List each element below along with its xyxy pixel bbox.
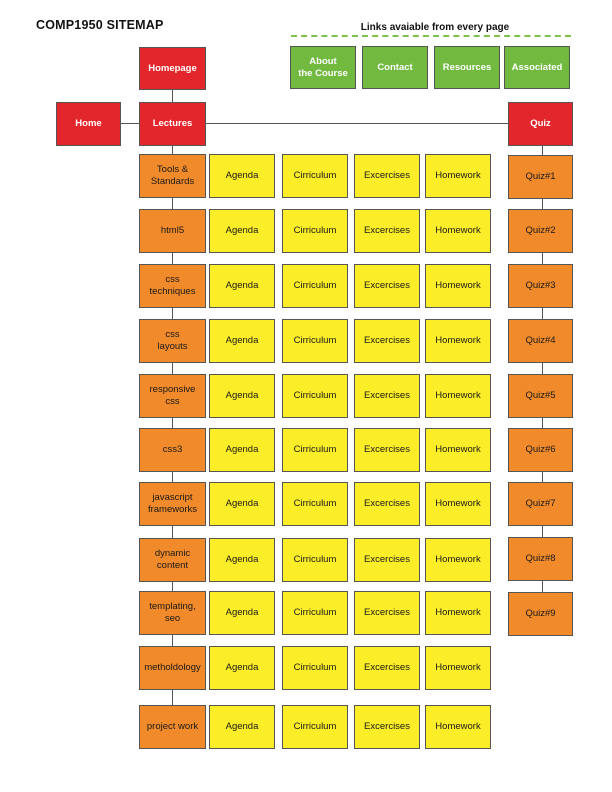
lecture-node[interactable]: project work [139,705,206,749]
lecture-cirriculum-node[interactable]: Cirriculum [282,319,348,363]
lecture-node[interactable]: javascript frameworks [139,482,206,526]
lecture-homework-node[interactable]: Homework [425,154,491,198]
connector-home-lectures [121,123,139,124]
connector-lectures-quiz [206,123,508,124]
quiz-item-node[interactable]: Quiz#1 [508,155,573,199]
quiz-item-node[interactable]: Quiz#5 [508,374,573,418]
resources-link[interactable]: Resources [434,46,500,89]
lecture-cirriculum-node[interactable]: Cirriculum [282,482,348,526]
lecture-excercises-node[interactable]: Excercises [354,154,420,198]
quiz-item-node[interactable]: Quiz#3 [508,264,573,308]
lecture-cirriculum-node[interactable]: Cirriculum [282,209,348,253]
lecture-node[interactable]: css techniques [139,264,206,308]
associated-link[interactable]: Associated [504,46,570,89]
lecture-excercises-node[interactable]: Excercises [354,646,420,690]
lecture-homework-node[interactable]: Homework [425,482,491,526]
page-title: COMP1950 SITEMAP [36,18,164,32]
lecture-agenda-node[interactable]: Agenda [209,705,275,749]
lecture-homework-node[interactable]: Homework [425,646,491,690]
lecture-excercises-node[interactable]: Excercises [354,428,420,472]
lecture-homework-node[interactable]: Homework [425,319,491,363]
lecture-homework-node[interactable]: Homework [425,264,491,308]
lecture-node[interactable]: css layouts [139,319,206,363]
lecture-node[interactable]: Tools & Standards [139,154,206,198]
lecture-cirriculum-node[interactable]: Cirriculum [282,154,348,198]
lecture-homework-node[interactable]: Homework [425,591,491,635]
contact-link[interactable]: Contact [362,46,428,89]
lecture-excercises-node[interactable]: Excercises [354,705,420,749]
home-node[interactable]: Home [56,102,121,146]
lecture-agenda-node[interactable]: Agenda [209,482,275,526]
quiz-node[interactable]: Quiz [508,102,573,146]
lecture-excercises-node[interactable]: Excercises [354,209,420,253]
lecture-agenda-node[interactable]: Agenda [209,591,275,635]
lecture-cirriculum-node[interactable]: Cirriculum [282,646,348,690]
lecture-excercises-node[interactable]: Excercises [354,591,420,635]
lecture-excercises-node[interactable]: Excercises [354,482,420,526]
lecture-homework-node[interactable]: Homework [425,538,491,582]
lecture-cirriculum-node[interactable]: Cirriculum [282,705,348,749]
quiz-item-node[interactable]: Quiz#8 [508,537,573,581]
lecture-cirriculum-node[interactable]: Cirriculum [282,591,348,635]
lecture-homework-node[interactable]: Homework [425,209,491,253]
lecture-node[interactable]: templating, seo [139,591,206,635]
lecture-agenda-node[interactable]: Agenda [209,209,275,253]
homepage-node[interactable]: Homepage [139,47,206,90]
lecture-agenda-node[interactable]: Agenda [209,154,275,198]
quiz-item-node[interactable]: Quiz#9 [508,592,573,636]
global-links-divider [291,35,571,37]
about-course-link[interactable]: About the Course [290,46,356,89]
lecture-agenda-node[interactable]: Agenda [209,319,275,363]
lecture-excercises-node[interactable]: Excercises [354,374,420,418]
quiz-item-node[interactable]: Quiz#4 [508,319,573,363]
lecture-excercises-node[interactable]: Excercises [354,264,420,308]
lecture-cirriculum-node[interactable]: Cirriculum [282,374,348,418]
lecture-node[interactable]: dynamic content [139,538,206,582]
connector-homepage-lectures [172,90,173,102]
global-links-caption: Links avaiable from every page [360,22,510,33]
lecture-agenda-node[interactable]: Agenda [209,428,275,472]
lectures-node[interactable]: Lectures [139,102,206,146]
lecture-node[interactable]: metholdology [139,646,206,690]
lecture-excercises-node[interactable]: Excercises [354,538,420,582]
lecture-agenda-node[interactable]: Agenda [209,374,275,418]
lecture-node[interactable]: html5 [139,209,206,253]
lecture-excercises-node[interactable]: Excercises [354,319,420,363]
lecture-homework-node[interactable]: Homework [425,374,491,418]
quiz-item-node[interactable]: Quiz#6 [508,428,573,472]
lecture-node[interactable]: responsive css [139,374,206,418]
lecture-cirriculum-node[interactable]: Cirriculum [282,428,348,472]
lecture-agenda-node[interactable]: Agenda [209,646,275,690]
lecture-node[interactable]: css3 [139,428,206,472]
lecture-homework-node[interactable]: Homework [425,428,491,472]
lecture-agenda-node[interactable]: Agenda [209,538,275,582]
lecture-cirriculum-node[interactable]: Cirriculum [282,264,348,308]
quiz-item-node[interactable]: Quiz#7 [508,482,573,526]
quiz-item-node[interactable]: Quiz#2 [508,209,573,253]
lecture-agenda-node[interactable]: Agenda [209,264,275,308]
lecture-homework-node[interactable]: Homework [425,705,491,749]
lecture-cirriculum-node[interactable]: Cirriculum [282,538,348,582]
